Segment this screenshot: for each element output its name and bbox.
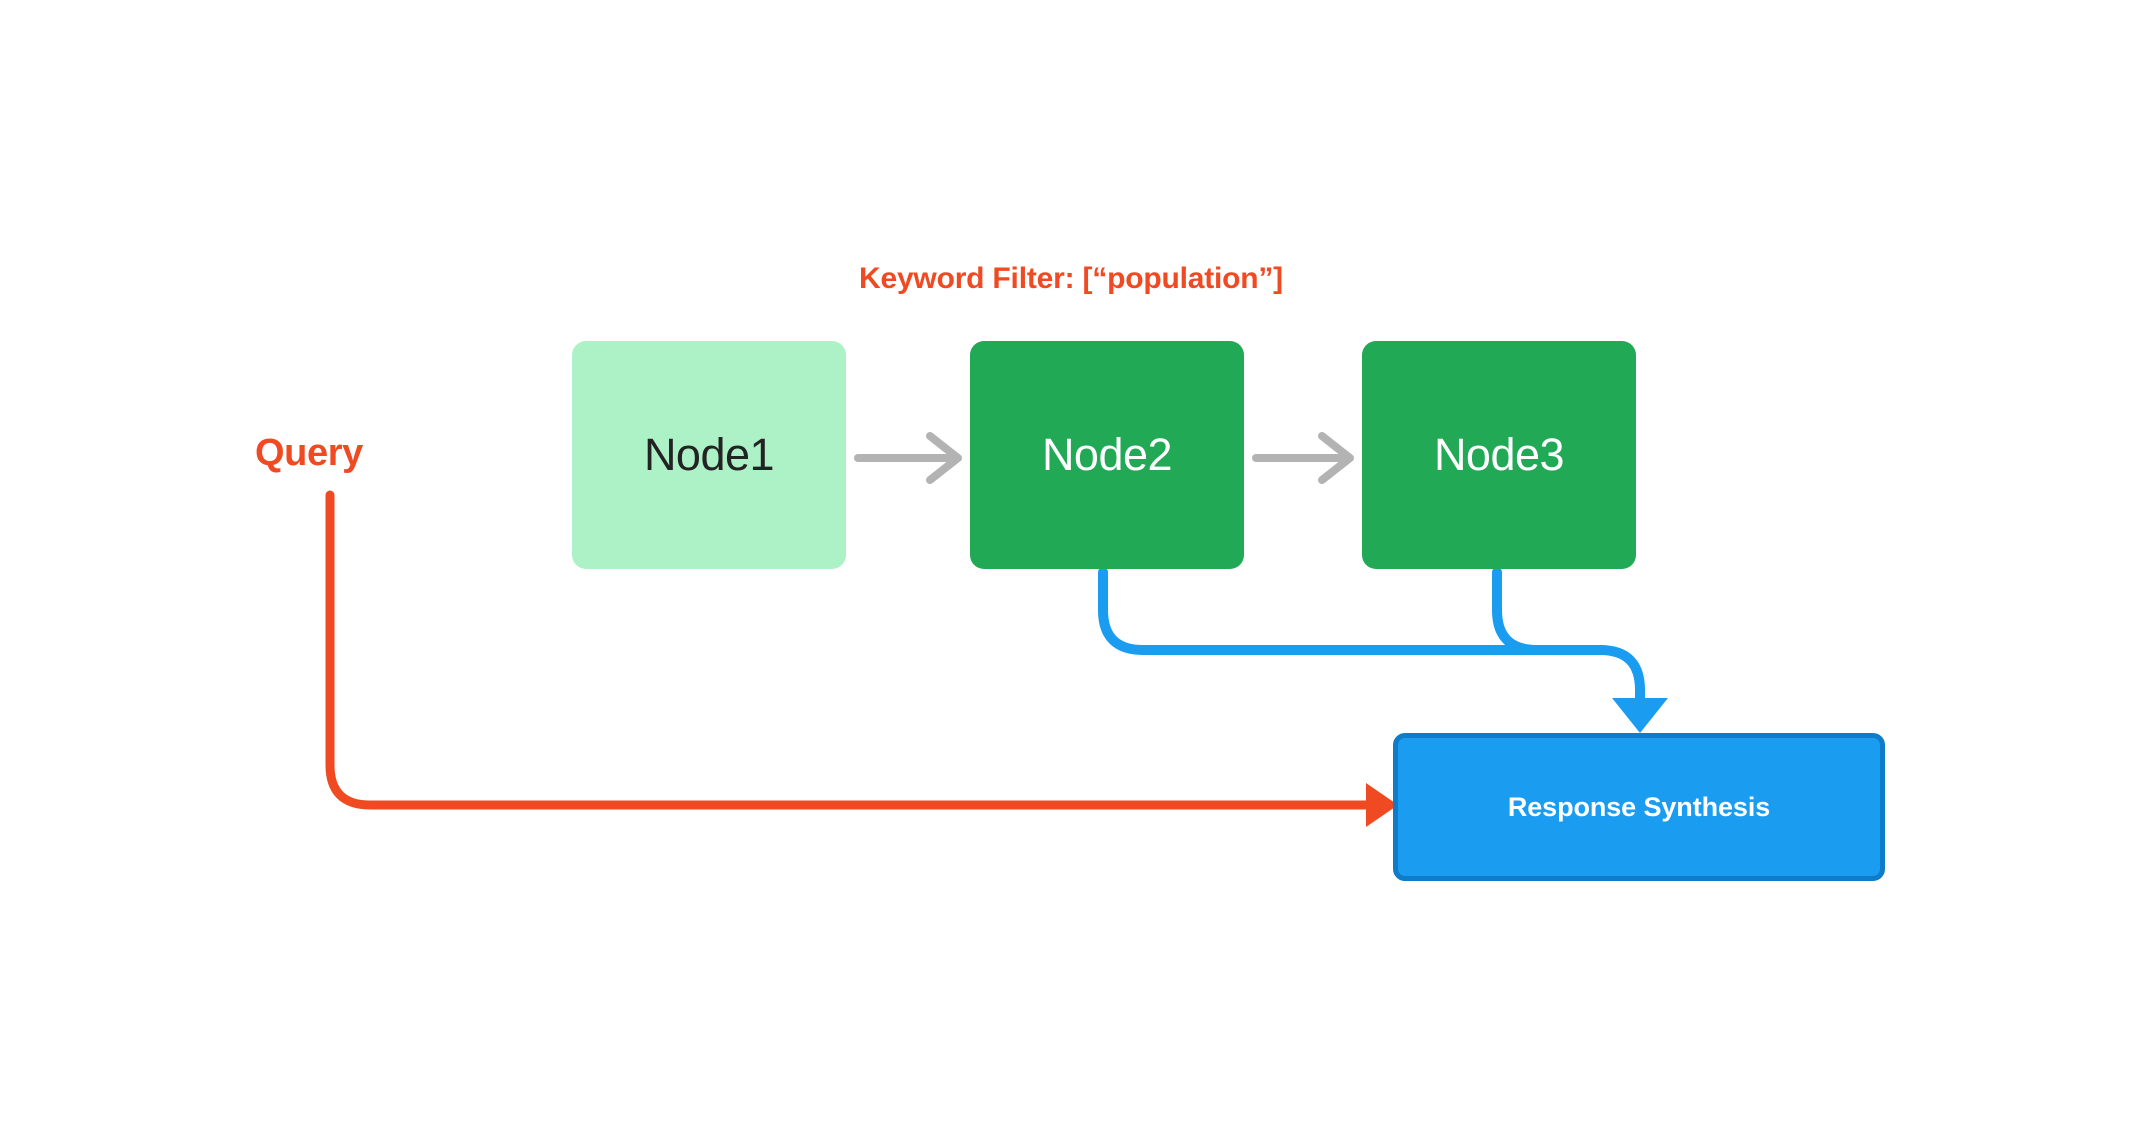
response-synthesis-box[interactable]: Response Synthesis xyxy=(1393,733,1885,881)
query-label: Query xyxy=(255,432,363,474)
node-box-node2[interactable]: Node2 xyxy=(970,341,1244,569)
chain-arrow-node2-node3 xyxy=(1252,432,1354,484)
retrieval-wire-node3 xyxy=(1492,567,1668,733)
arrow-down-icon xyxy=(1612,698,1668,733)
retrieval-wire-node2 xyxy=(1098,567,1605,655)
node-box-node3[interactable]: Node3 xyxy=(1362,341,1636,569)
node-box-node1[interactable]: Node1 xyxy=(572,341,846,569)
chain-arrow-node1-node2 xyxy=(854,432,962,484)
keyword-filter-label: Keyword Filter: [“population”] xyxy=(859,262,1283,295)
